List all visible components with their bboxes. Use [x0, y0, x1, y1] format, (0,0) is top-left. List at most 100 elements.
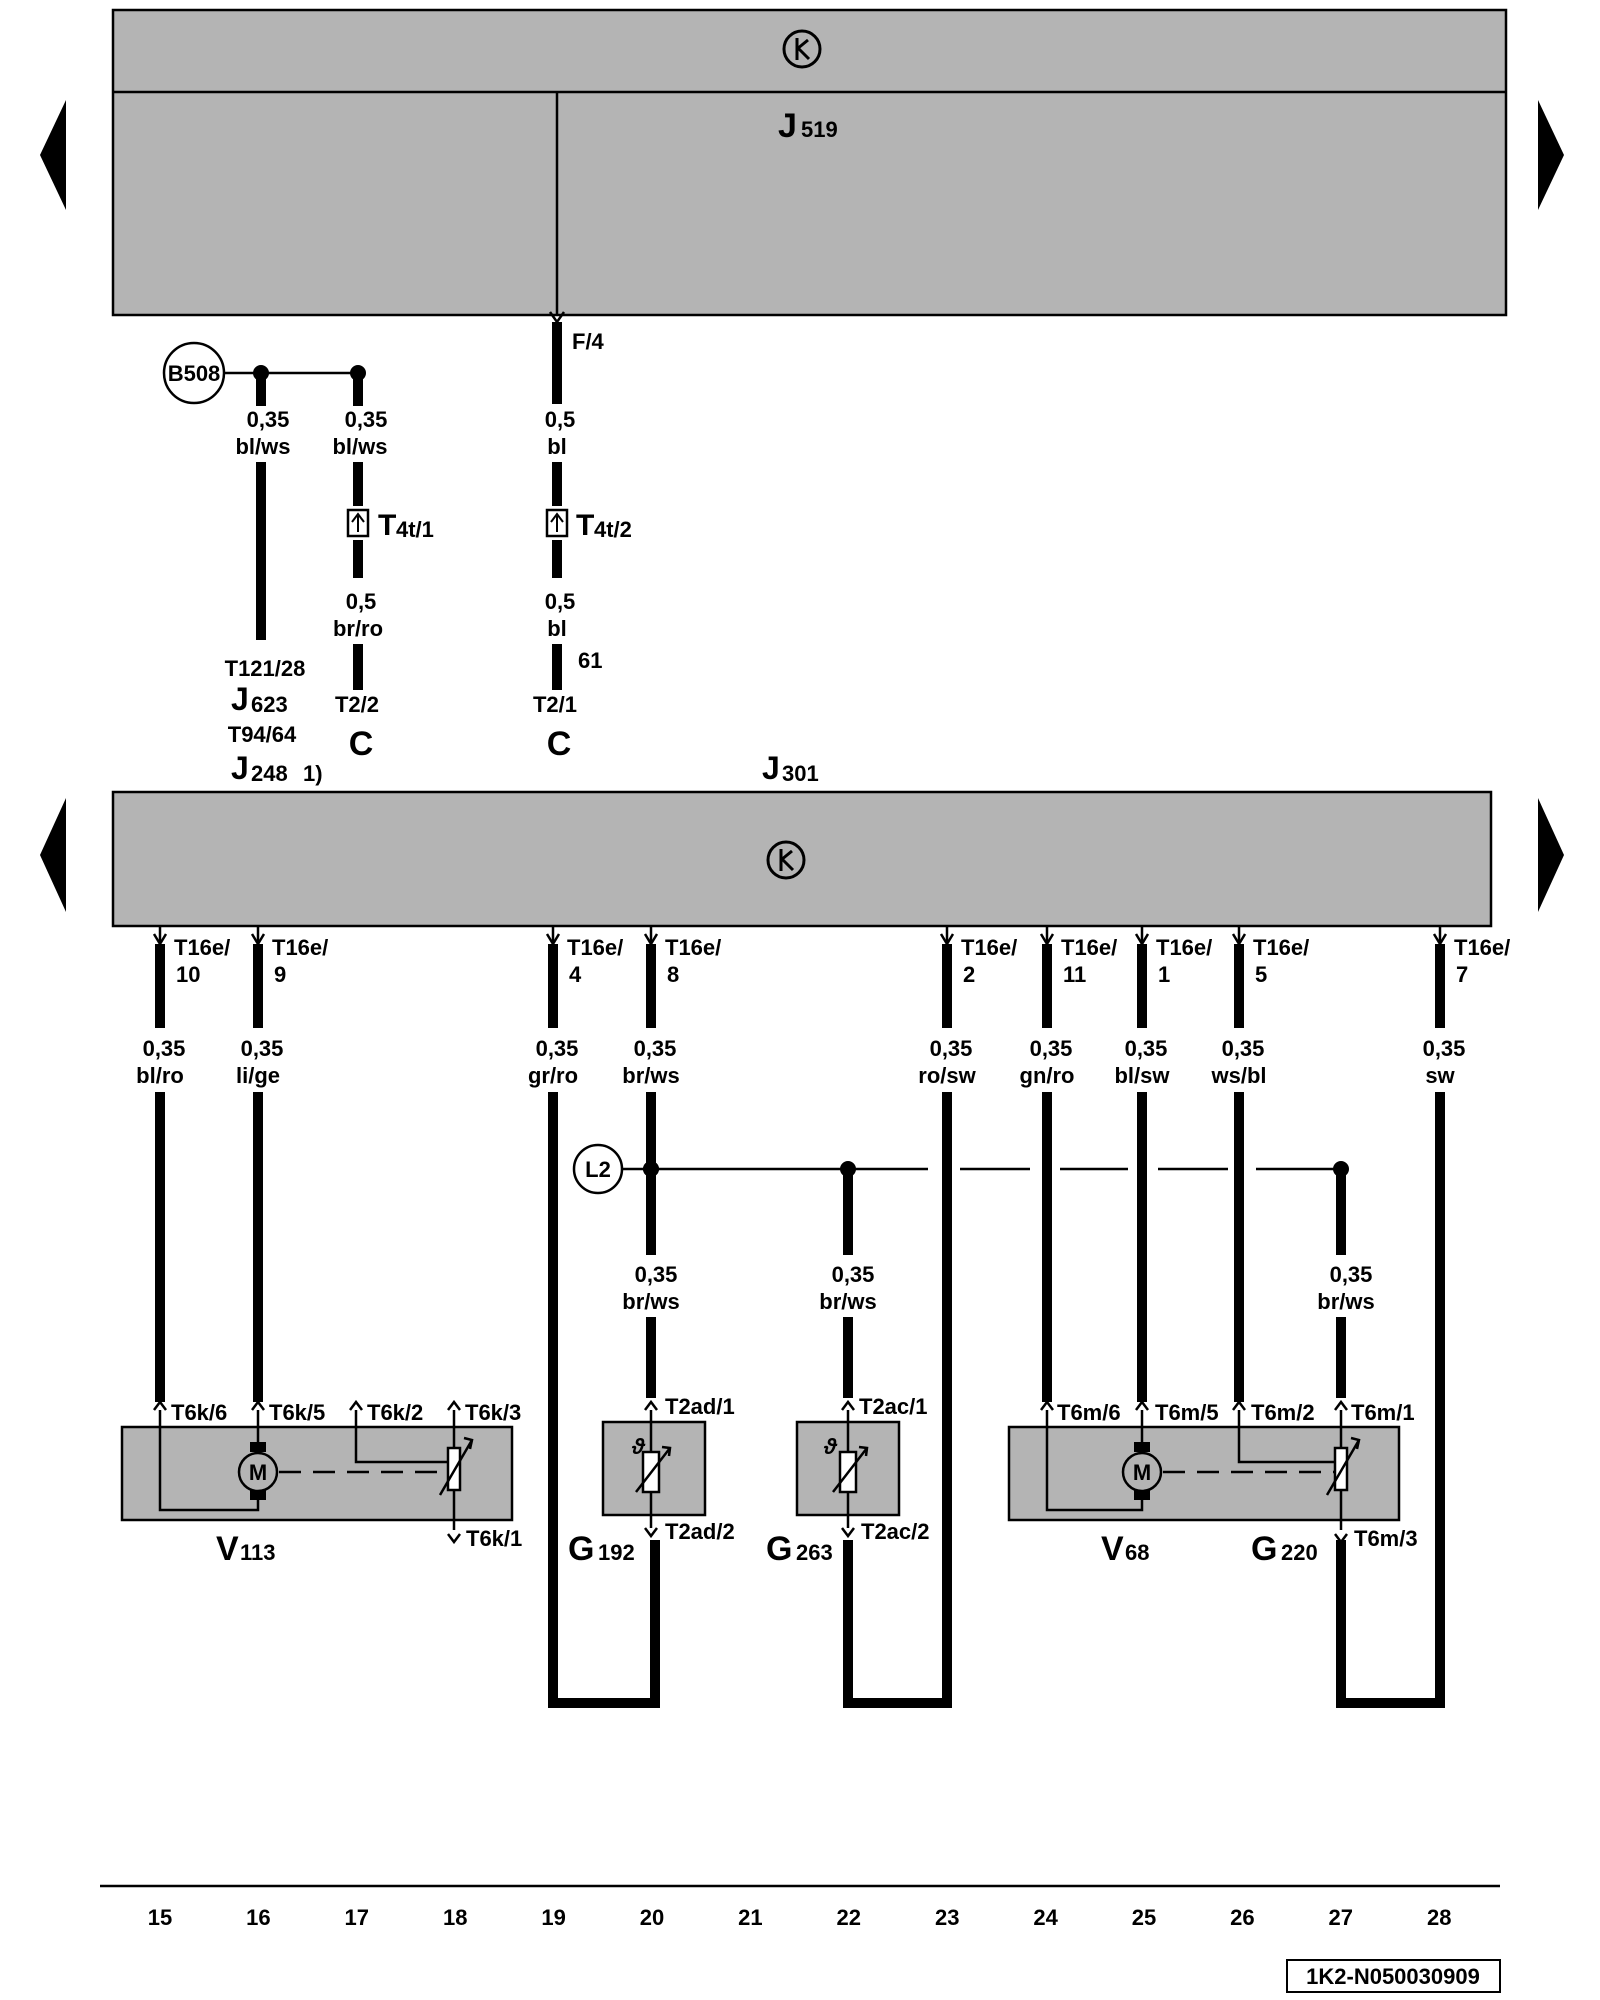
ref-t94: T94/64 [228, 722, 297, 747]
wire-color: gn/ro [1020, 1063, 1075, 1088]
v113-sub: 113 [240, 1540, 276, 1565]
nav-left-middle-arrow[interactable] [40, 798, 66, 912]
nav-left-top-arrow[interactable] [40, 100, 66, 210]
pin-label: T6m/5 [1155, 1400, 1219, 1425]
wire-color: ro/sw [918, 1063, 976, 1088]
pin-label: T16e/ [1156, 935, 1212, 960]
c2-label: C [547, 725, 572, 763]
ruler-number: 19 [541, 1905, 565, 1930]
j519-label: J [778, 107, 797, 145]
loop-27-28 [1336, 1094, 1445, 1708]
wire-size: 0,35 [247, 407, 290, 432]
ruler-number: 27 [1329, 1905, 1353, 1930]
g263-sub: 263 [796, 1540, 833, 1565]
component-v68: M [1007, 1410, 1401, 1530]
nav-right-middle-arrow[interactable] [1538, 798, 1564, 912]
wire-size: 0,35 [635, 1262, 678, 1287]
j623-label: J [231, 681, 249, 717]
wire-size: 0,35 [345, 407, 388, 432]
pin-label: T6k/5 [269, 1400, 325, 1425]
wire-color: br/ro [333, 616, 383, 641]
pin-label: T16e/ [567, 935, 623, 960]
can-bus-icon [766, 840, 806, 880]
junction-l2: L2 [572, 1143, 1349, 1195]
wire-color: bl/sw [1114, 1063, 1170, 1088]
g263-label: G [766, 1530, 792, 1568]
connector-f4: F/4 [572, 329, 605, 354]
j248-label: J [231, 750, 249, 786]
pin-label: T16e/ [174, 935, 230, 960]
can-bus-icon [782, 29, 822, 69]
component-g192: ϑ [601, 1410, 707, 1528]
v68-label: V [1101, 1530, 1124, 1568]
wire-size: 0,35 [1330, 1262, 1373, 1287]
pin-number: 7 [1456, 962, 1468, 987]
wire-size: 0,35 [1222, 1036, 1265, 1061]
motor-label: M [1133, 1460, 1151, 1485]
wire-color: br/ws [1317, 1289, 1374, 1314]
doc-ref: 1K2-N050030909 [1306, 1964, 1480, 1989]
pin-label: T6k/1 [466, 1526, 522, 1551]
pin-label: T16e/ [1061, 935, 1117, 960]
ref-t121: T121/28 [225, 656, 306, 681]
ruler-number: 28 [1427, 1905, 1451, 1930]
component-g263: ϑ [795, 1410, 901, 1528]
wire-size: 0,35 [241, 1036, 284, 1061]
wire-size: 0,5 [545, 589, 576, 614]
pin-label: T2ac/1 [859, 1394, 928, 1419]
motor-icon [237, 1451, 279, 1493]
pin-label: T16e/ [961, 935, 1017, 960]
thermistor-theta-icon: ϑ [823, 1434, 838, 1459]
wire-size: 0,5 [346, 589, 377, 614]
wire-size: 0,35 [1125, 1036, 1168, 1061]
pin-number: 5 [1255, 962, 1267, 987]
wire-color: sw [1425, 1063, 1455, 1088]
v113-label: V [216, 1530, 239, 1568]
component-v113: M [120, 1410, 514, 1530]
motor-label: M [249, 1460, 267, 1485]
ruler-number: 23 [935, 1905, 959, 1930]
wire-size: 0,35 [832, 1262, 875, 1287]
pin-label: T2ad/2 [665, 1519, 735, 1544]
c1-pin: T2/2 [335, 692, 379, 717]
module-j301 [111, 790, 1493, 928]
ruler-number: 24 [1033, 1905, 1058, 1930]
pin-label: T2ac/2 [861, 1519, 930, 1544]
pin-label: T6k/6 [171, 1400, 227, 1425]
wire-color: bl/ws [332, 434, 387, 459]
j519-sub: 519 [801, 117, 838, 142]
pin-label: T6m/1 [1351, 1400, 1415, 1425]
wire-color: bl [547, 434, 567, 459]
fuse-t4t2-sub: 4t/2 [594, 517, 632, 542]
pin-number: 9 [274, 962, 286, 987]
g192-sub: 192 [598, 1540, 635, 1565]
ruler-number: 17 [345, 1905, 369, 1930]
fuse-t4t1-sub: 4t/1 [396, 517, 434, 542]
ruler-number: 25 [1132, 1905, 1156, 1930]
wire-size: 0,35 [1423, 1036, 1466, 1061]
ruler-number: 20 [640, 1905, 664, 1930]
wire-color: br/ws [819, 1289, 876, 1314]
g220-label: G [1251, 1530, 1277, 1568]
wire-color: bl/ro [136, 1063, 184, 1088]
wire-size: 0,35 [634, 1036, 677, 1061]
loop-22-23 [843, 1094, 952, 1708]
wire-color: ws/bl [1210, 1063, 1266, 1088]
ruler-number: 26 [1230, 1905, 1254, 1930]
j301-label: J [762, 750, 780, 786]
pin-label: T6k/3 [465, 1400, 521, 1425]
v68-sub: 68 [1125, 1540, 1149, 1565]
pin-label: T2ad/1 [665, 1394, 735, 1419]
wire-mark-61: 61 [578, 648, 602, 673]
nav-right-top-arrow[interactable] [1538, 100, 1564, 210]
pin-number: 2 [963, 962, 975, 987]
ruler-number: 15 [148, 1905, 172, 1930]
g192-label: G [568, 1530, 594, 1568]
